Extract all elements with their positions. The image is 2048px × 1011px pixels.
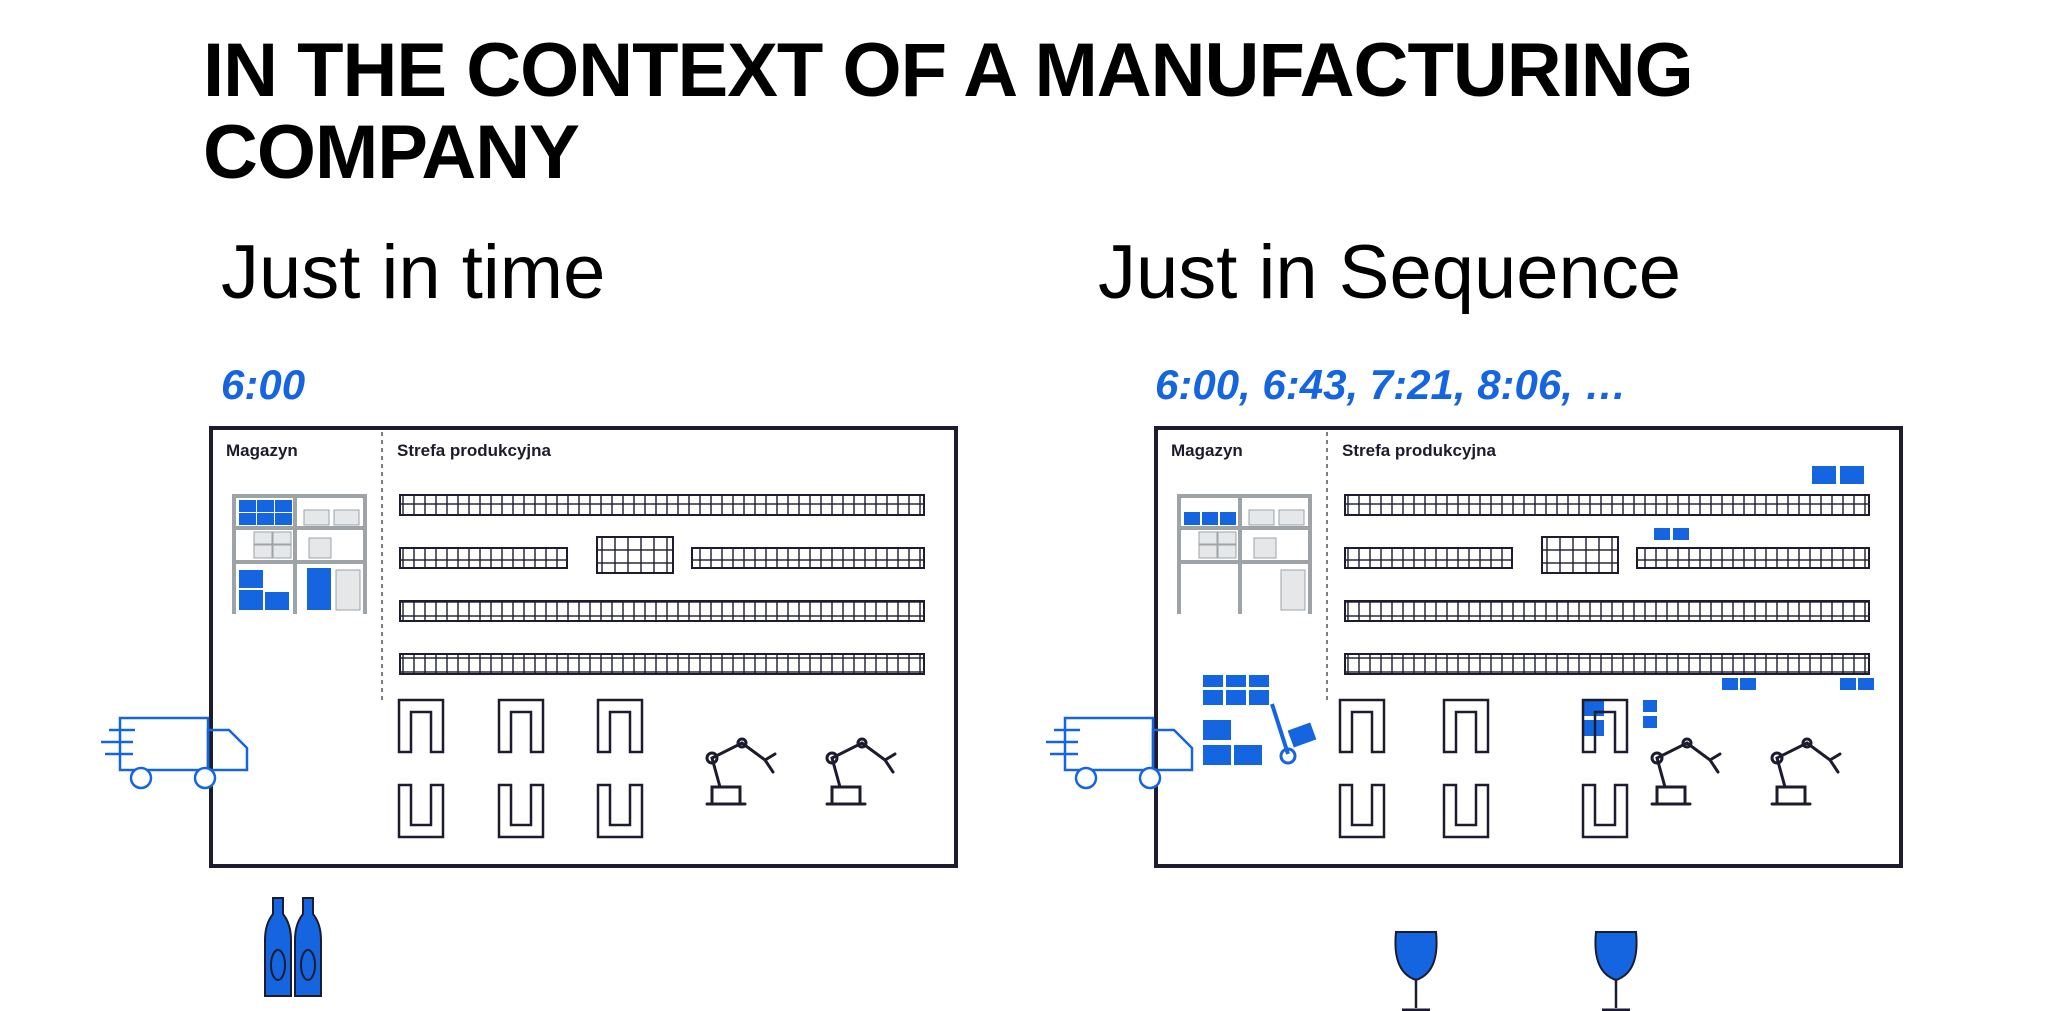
production-zone-label: Strefa produkcyjna — [397, 441, 552, 460]
hand-truck-icon — [1270, 703, 1317, 765]
robot-arm-icon — [825, 737, 897, 806]
factory-outline — [1154, 426, 1903, 868]
wine-glass-icon — [1594, 931, 1638, 1011]
pallet-stack-icon — [1338, 698, 1629, 839]
jit-heading: Just in time — [221, 230, 606, 315]
robot-arm-icon — [1770, 737, 1842, 806]
truck-icon — [1046, 716, 1194, 790]
wine-glass-icon — [1394, 931, 1438, 1011]
shelving-rack-icon — [232, 494, 367, 614]
pallet-stack-icon — [397, 698, 644, 839]
warehouse-label: Magazyn — [226, 441, 298, 460]
factory-outline — [209, 426, 958, 868]
box-stack-icon — [1203, 675, 1269, 765]
beer-bottle-icon — [294, 897, 322, 997]
jis-heading: Just in Sequence — [1098, 230, 1682, 315]
page-title: IN THE CONTEXT OF A MANUFACTURING COMPAN… — [203, 28, 1694, 195]
robot-arm-icon — [705, 737, 777, 806]
beer-bottle-icon — [264, 897, 292, 997]
jit-times: 6:00 — [221, 361, 306, 408]
shelving-rack-icon — [1177, 494, 1312, 614]
truck-icon — [101, 716, 249, 790]
jis-factory-diagram: Magazyn Strefa produkcyjna — [1046, 426, 1903, 1011]
bin-icon — [1582, 466, 1874, 736]
jit-factory-diagram: Magazyn Strefa produkcyjna — [101, 426, 958, 997]
production-zone-label: Strefa produkcyjna — [1342, 441, 1497, 460]
warehouse-label: Magazyn — [1171, 441, 1243, 460]
conveyor-line-icon — [399, 494, 925, 675]
conveyor-line-icon — [1344, 494, 1870, 675]
jis-times: 6:00, 6:43, 7:21, 8:06, … — [1155, 361, 1627, 408]
robot-arm-icon — [1650, 737, 1722, 806]
